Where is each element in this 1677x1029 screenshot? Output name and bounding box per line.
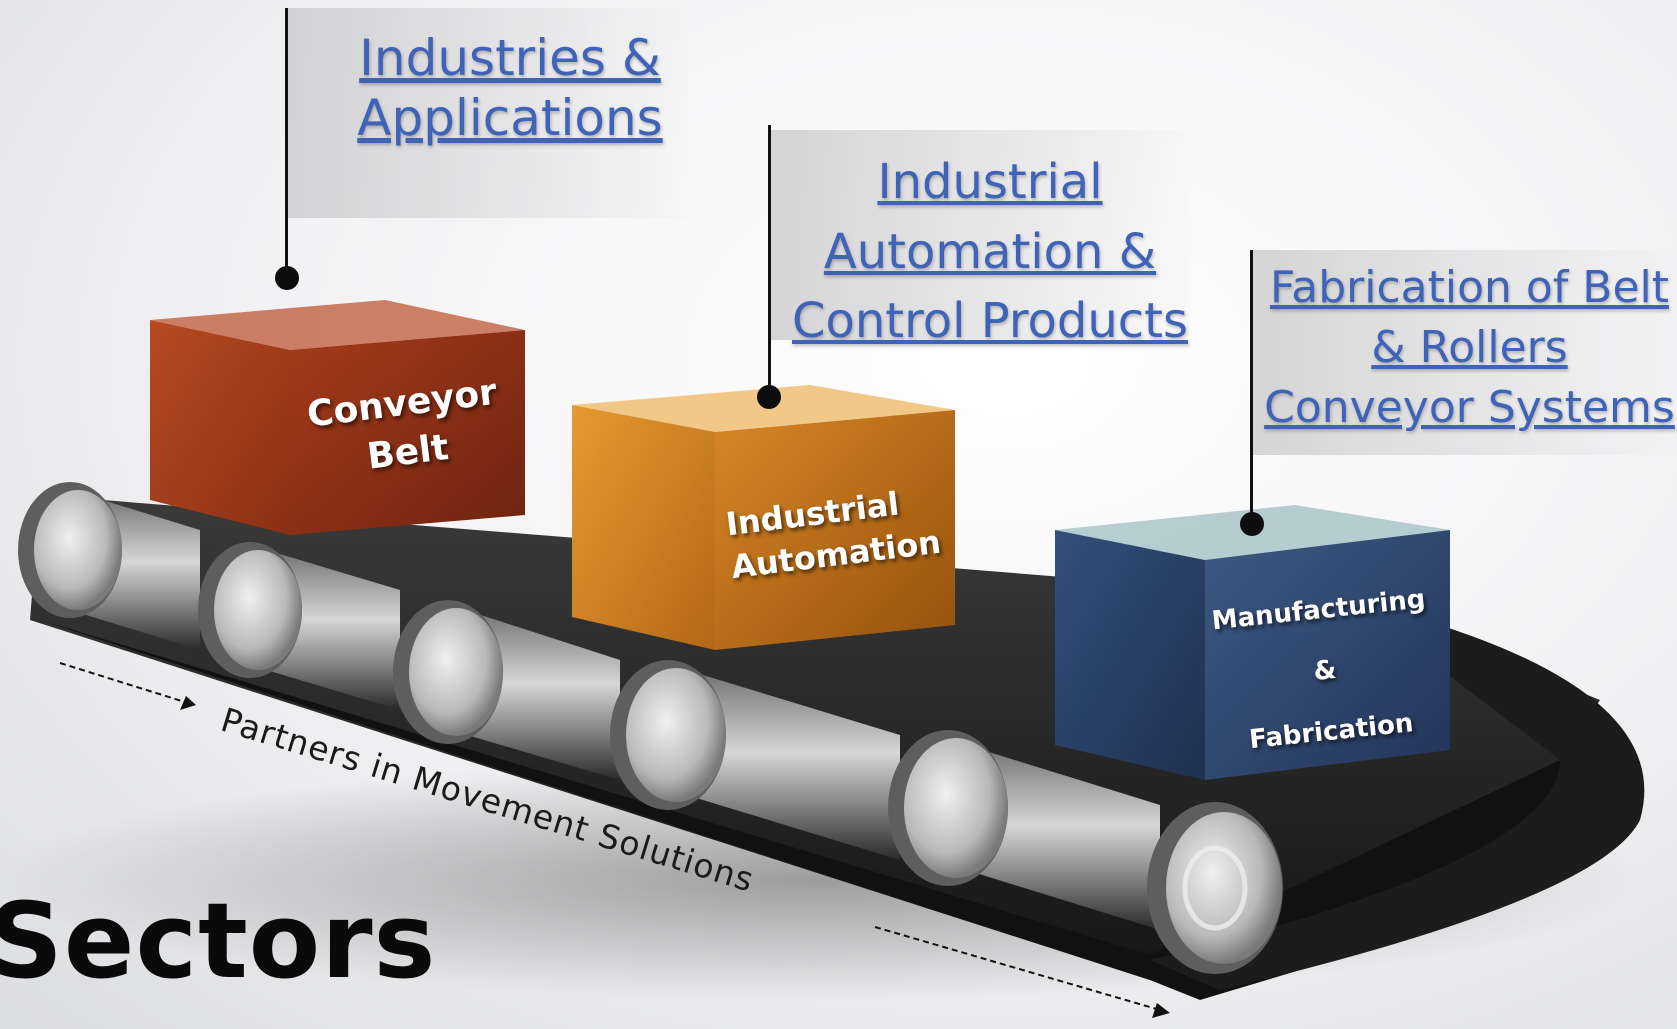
flag-automation <box>771 130 1191 340</box>
roller-3 <box>393 600 620 780</box>
industrial-automation-box <box>572 385 955 650</box>
flag-pin-fabrication <box>1240 512 1264 536</box>
roller-4 <box>610 660 900 860</box>
roller-6 <box>1147 802 1283 974</box>
roller-2 <box>198 542 400 710</box>
roller-5 <box>888 730 1160 930</box>
flag-pole-industries <box>285 8 288 278</box>
flag-pole-fabrication <box>1250 250 1253 520</box>
fabrication-belt-rollers-link[interactable]: Fabrication of Belt & Rollers Conveyor S… <box>1264 262 1675 433</box>
manufacturing-fabrication-label: Manufacturing & Fabrication <box>1210 584 1427 756</box>
flag-pole-automation <box>768 125 771 395</box>
roller-1 <box>18 482 200 650</box>
industries-applications-link[interactable]: Industries & Applications <box>357 29 663 147</box>
conveyor-belt-box <box>150 300 525 535</box>
flag-industries <box>288 8 688 218</box>
industrial-automation-control-link[interactable]: Industrial Automation & Control Products <box>791 154 1189 350</box>
direction-arrow-1 <box>59 662 189 704</box>
flag-fabrication <box>1253 250 1677 455</box>
arrow-head-2 <box>1152 1003 1170 1018</box>
belt-end <box>1150 600 1645 990</box>
page-title: Sectors <box>0 880 437 1002</box>
flag-pin-automation <box>757 385 781 409</box>
flag-pin-industries <box>275 266 299 290</box>
manufacturing-box <box>1055 505 1450 780</box>
arrow-head-1 <box>180 696 196 710</box>
